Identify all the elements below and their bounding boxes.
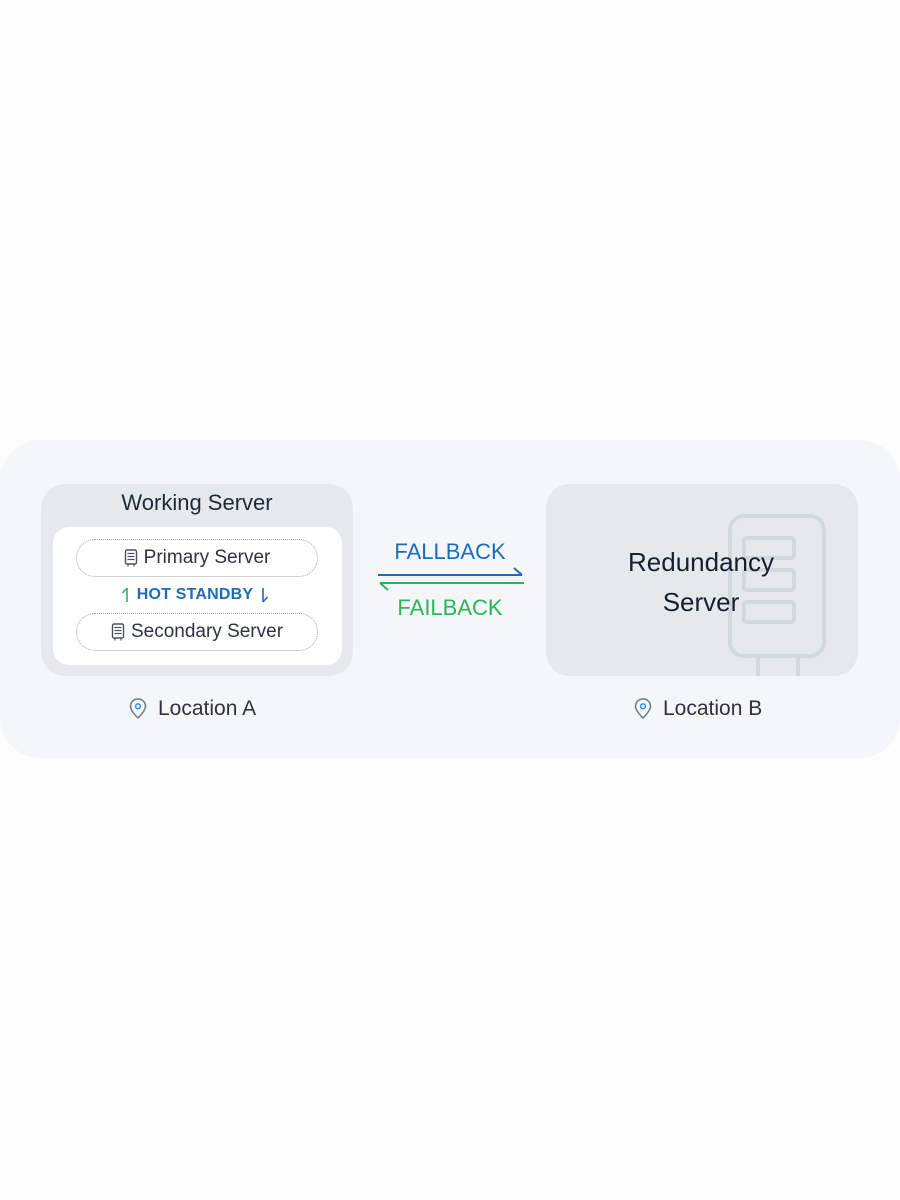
location-pin-icon [634,698,652,720]
fallback-arrow-head [513,567,523,576]
working-server-title: Working Server [121,490,273,515]
failback-label: FAILBACK [397,595,503,620]
server-background-icon [728,514,826,676]
secondary-server-label: Secondary Server [130,621,284,642]
hot-standby-indicator: HOT STANDBY [110,584,280,606]
location-pin-icon [129,698,147,720]
fallback-failback-arrows [378,567,524,591]
redundancy-title-line1: Redundancy [628,547,774,577]
redundancy-title-line2: Server [662,587,740,617]
location-a: Location A [128,694,256,724]
location-b: Location B [633,694,762,724]
hot-standby-label: HOT STANDBY [136,586,254,603]
secondary-server-pill: Secondary Server [76,613,318,651]
primary-server-label: Primary Server [143,547,271,568]
location-b-label: Location B [663,697,763,720]
failback-arrow-head [379,582,389,591]
redundancy-server-box: Redundancy Server [546,484,858,676]
primary-server-pill: Primary Server [76,539,318,577]
server-icon [124,549,137,567]
arrow-up-icon [121,587,128,602]
server-icon [111,623,125,641]
arrow-down-icon [262,588,269,603]
location-a-label: Location A [158,697,257,720]
fallback-label: FALLBACK [394,539,506,564]
redundancy-server-title: Redundancy Server [546,542,856,622]
